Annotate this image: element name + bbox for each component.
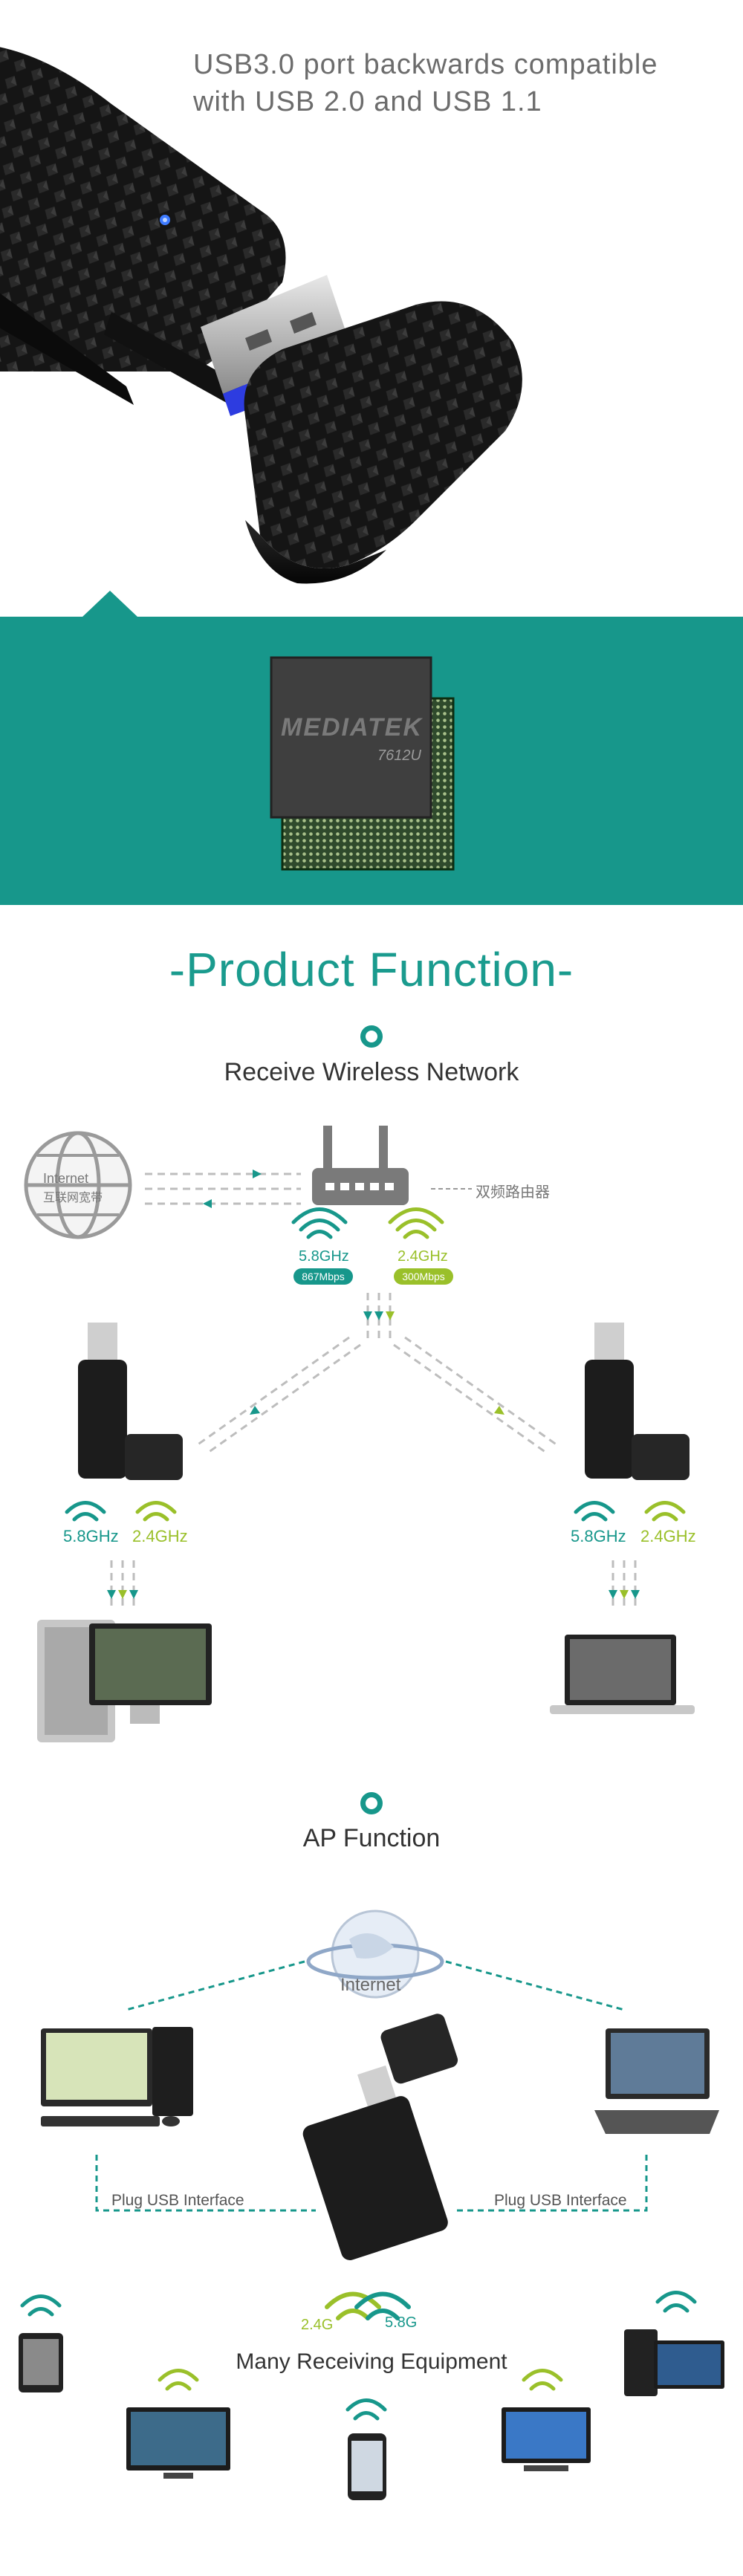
receive-network-diagram: Internet 互联网宽带 双频路由器 5.8GHz 2.4GHz 867Mb… xyxy=(0,1115,743,1783)
chip-brand: MEDIATEK xyxy=(281,713,424,742)
ap-usb-dongle xyxy=(302,2014,458,2260)
internet-label: Internet xyxy=(43,1171,89,1186)
usb-dongle-illustration xyxy=(0,47,522,584)
ap-laptop-icon xyxy=(594,2028,719,2134)
router-58ghz-label: 5.8GHz xyxy=(299,1248,349,1265)
ring-bullet-icon xyxy=(360,1025,383,1048)
right-24ghz-label: 2.4GHz xyxy=(640,1527,696,1545)
desktop-computer-icon xyxy=(37,1620,212,1742)
speed-300-badge: 300Mbps xyxy=(394,1268,453,1285)
left-58ghz-label: 5.8GHz xyxy=(63,1527,119,1545)
right-58ghz-label: 5.8GHz xyxy=(571,1527,626,1545)
router-24ghz-label: 2.4GHz xyxy=(398,1248,448,1265)
chip-illustration xyxy=(270,656,455,871)
monitor-icon xyxy=(502,2369,591,2471)
chip-model: 7612U xyxy=(377,747,421,764)
usb-cap xyxy=(244,301,522,584)
right-usb-dongle xyxy=(585,1323,690,1480)
ap-function-diagram: Internet Plug USB Interface Plug USB Int… xyxy=(0,1895,743,2576)
ap-internet-globe-icon xyxy=(306,1910,444,1999)
ap-desktop-icon xyxy=(41,2027,193,2126)
tv-icon xyxy=(126,2369,230,2479)
pc-tower-icon xyxy=(624,2291,724,2396)
speed-867-badge: 867Mbps xyxy=(293,1268,353,1285)
hero-section: USB3.0 port backwards compatible with US… xyxy=(0,0,743,617)
hero-caption: USB3.0 port backwards compatible with US… xyxy=(193,46,658,120)
ap-function-graphic xyxy=(19,1910,724,2500)
tablet-icon xyxy=(19,2294,63,2392)
ring-bullet-icon-2 xyxy=(360,1792,383,1814)
internet-globe-icon xyxy=(24,1131,132,1239)
internet-cn-label: 互联网宽带 xyxy=(43,1192,103,1204)
hero-caption-line2: with USB 2.0 and USB 1.1 xyxy=(193,86,542,117)
band-24g-label: 2.4G xyxy=(301,2317,334,2333)
many-receiving-equipment-label: Many Receiving Equipment xyxy=(236,2349,507,2374)
product-function-title: -Product Function- xyxy=(169,943,574,996)
band-58g-label: 5.8G xyxy=(385,2314,418,2331)
router-label: 双频路由器 xyxy=(476,1184,550,1201)
chip-band: MEDIATEK 7612U xyxy=(0,617,743,905)
receive-network-title: Receive Wireless Network xyxy=(224,1058,519,1086)
ap-internet-label: Internet xyxy=(340,1975,401,1995)
hero-caption-line1: USB3.0 port backwards compatible xyxy=(193,49,658,80)
band-notch xyxy=(82,591,138,617)
receive-network-graphic xyxy=(24,1126,695,1742)
smartphone-icon xyxy=(345,2398,387,2500)
left-usb-dongle xyxy=(78,1323,183,1480)
router-icon xyxy=(312,1126,409,1205)
plug-usb-left-label: Plug USB Interface xyxy=(111,2192,244,2209)
plug-usb-right-label: Plug USB Interface xyxy=(494,2192,627,2209)
left-24ghz-label: 2.4GHz xyxy=(132,1527,188,1545)
ap-function-title: AP Function xyxy=(302,1824,441,1852)
laptop-icon xyxy=(550,1635,695,1714)
